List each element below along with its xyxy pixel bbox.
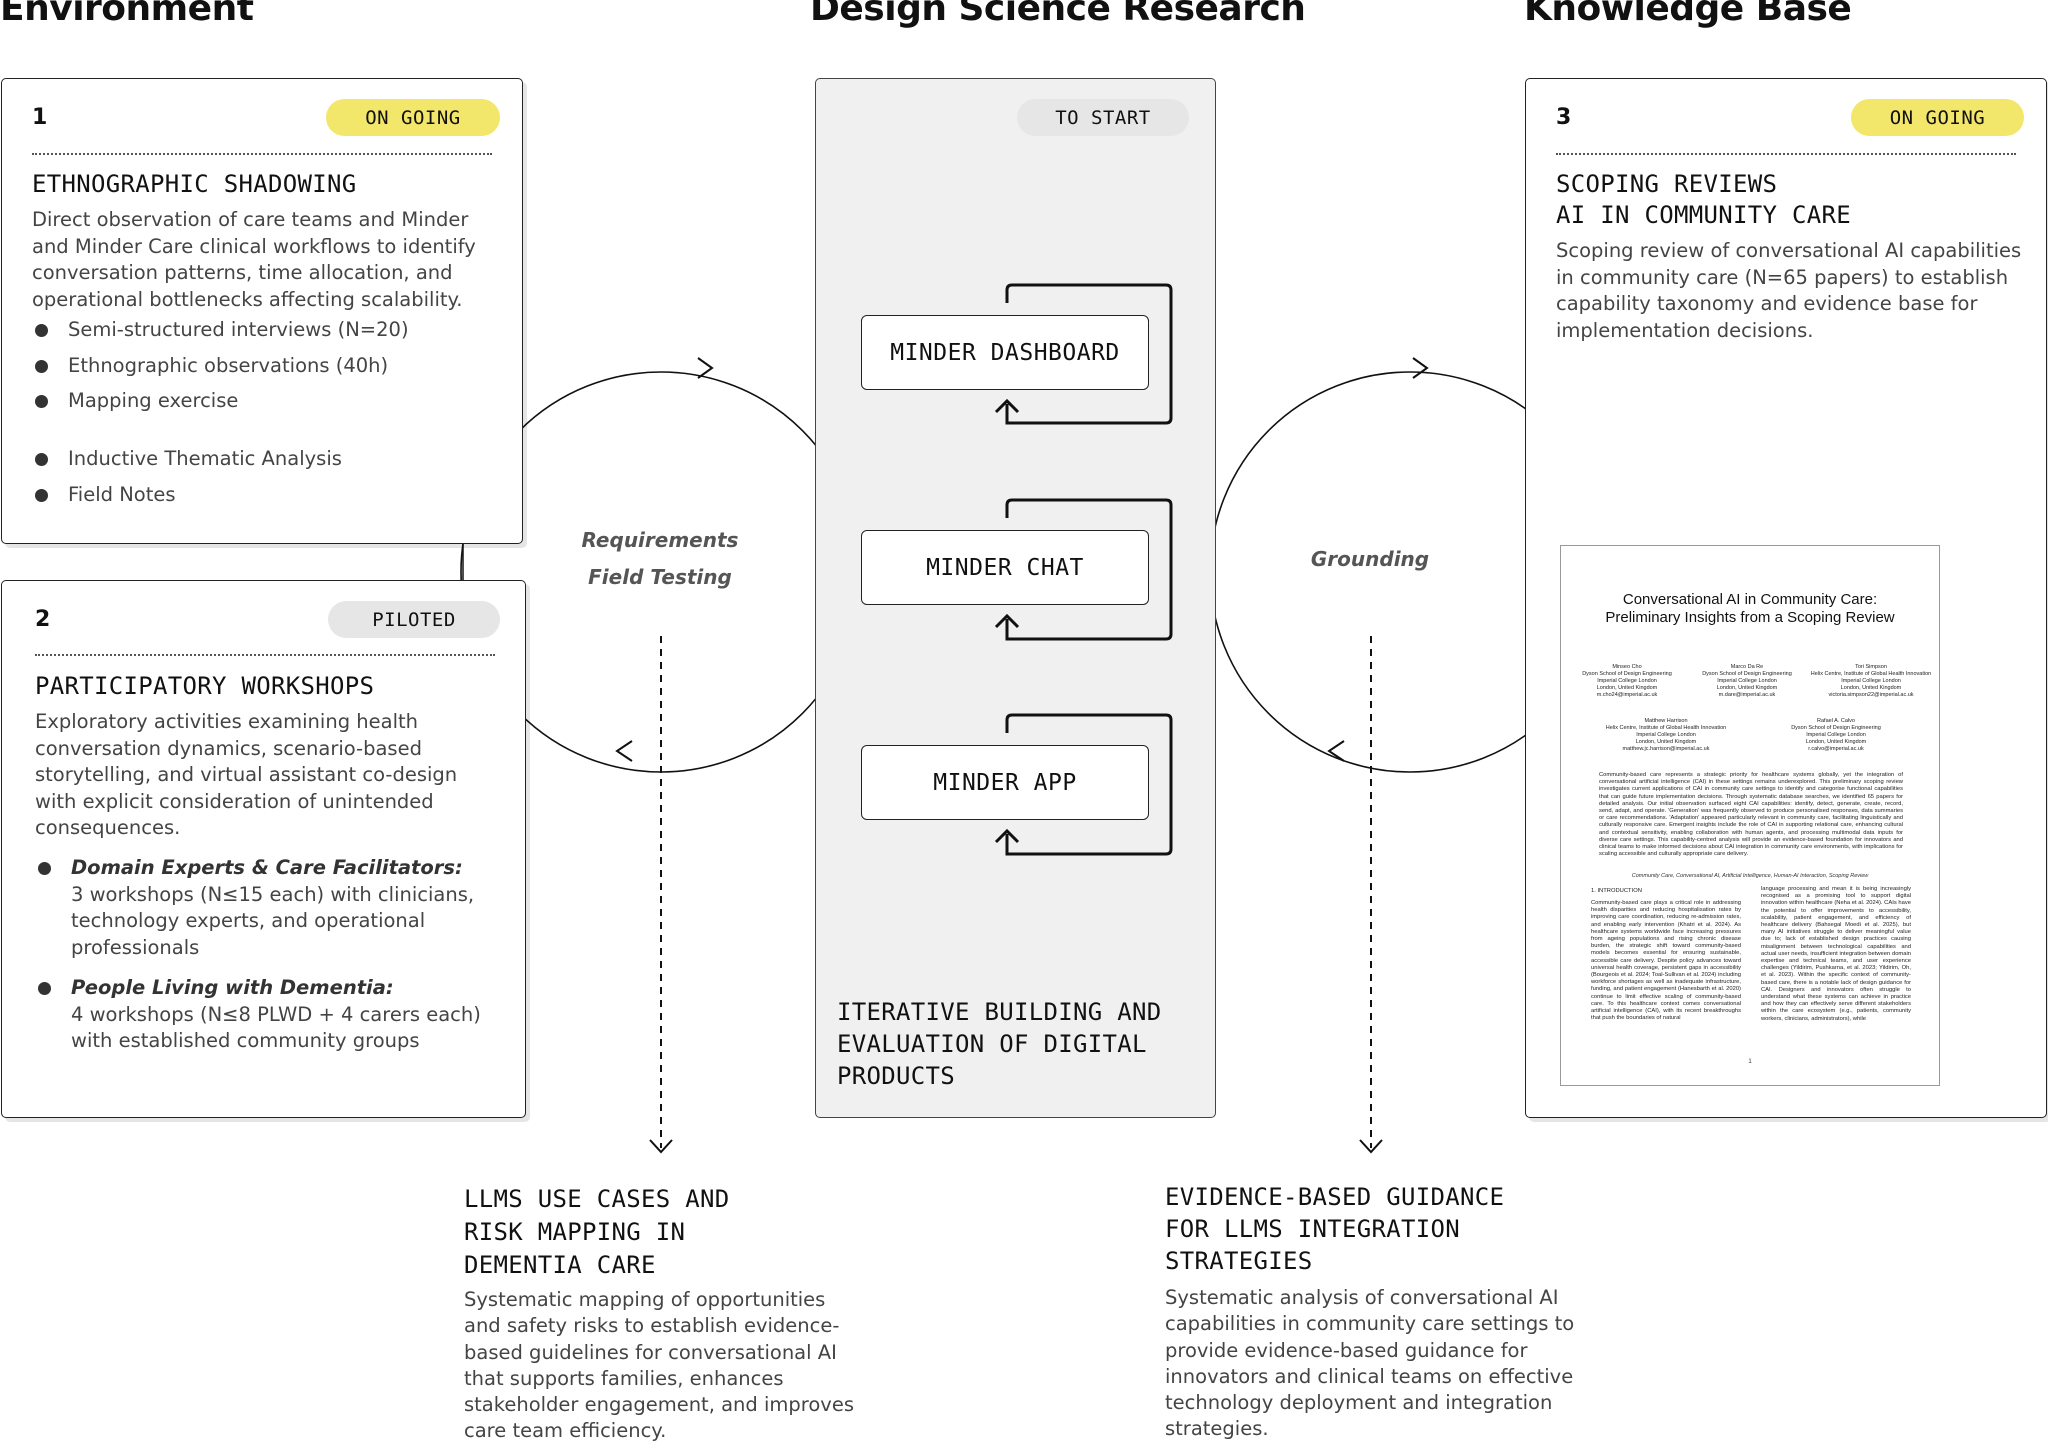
card-description: Direct observation of care teams and Min…: [32, 208, 476, 311]
status-badge: ON GOING: [1851, 99, 2024, 136]
paper-author: Tori Simpson Helix Centre, Institute of …: [1810, 664, 1932, 698]
requirements-label: Requirements: [581, 528, 739, 552]
card-title: PARTICIPATORY WORKSHOPS: [35, 672, 375, 700]
cycle-icon-chat: [1005, 498, 1173, 641]
paper-section-heading: 1. INTRODUCTION: [1591, 888, 1642, 894]
paper-title-line: Preliminary Insights from a Scoping Revi…: [1605, 609, 1895, 626]
right-output-title: EVIDENCE-BASED GUIDANCE FOR LLMS INTEGRA…: [1165, 1183, 1505, 1275]
paper-author: Marco Da Re Dyson School of Design Engin…: [1702, 664, 1792, 698]
paper-author: Minseo Cho Dyson School of Design Engine…: [1582, 664, 1672, 698]
paper-author: Matthew Harrison Helix Centre, Institute…: [1605, 718, 1727, 752]
paper-abstract: Community-based care represents a strate…: [1599, 772, 1903, 858]
left-loop-labels: Requirements Field Testing: [560, 522, 760, 596]
list-item: Mapping exercise: [32, 383, 502, 419]
group-title: People Living with Dementia:: [71, 976, 394, 999]
card-title: ETHNOGRAPHIC SHADOWING: [32, 170, 357, 198]
dsr-header: Design Science Research: [810, 0, 1306, 29]
group-detail: 3 workshops (N≤15 each) with clinicians,…: [71, 882, 475, 959]
list-item: People Living with Dementia: 4 workshops…: [35, 975, 495, 1055]
cycle-icon-dashboard: [1005, 283, 1173, 425]
dotted-divider: [1556, 153, 2016, 155]
paper-author: Rafael A. Calvo Dyson School of Design E…: [1791, 718, 1881, 752]
right-output-description: Systematic analysis of conversational AI…: [1165, 1286, 1575, 1441]
status-badge: TO START: [1017, 99, 1189, 136]
ethnographic-shadowing-card: 1 ON GOING ETHNOGRAPHIC SHADOWING Direct…: [1, 78, 523, 544]
left-loop-arrow-top: [697, 357, 714, 379]
minder-dashboard-box: MINDER DASHBOARD: [861, 315, 1149, 390]
card-description: Scoping review of conversational AI capa…: [1556, 239, 2022, 342]
paper-keywords: Community Care, Conversational AI, Artif…: [1631, 873, 1869, 879]
group-title: Domain Experts & Care Facilitators:: [71, 856, 463, 879]
minder-chat-box: MINDER CHAT: [861, 530, 1149, 605]
environment-header: Environment: [0, 0, 254, 29]
panel-caption: ITERATIVE BUILDING AND EVALUATION OF DIG…: [837, 998, 1162, 1090]
cycle-icon-app: [1005, 713, 1173, 856]
card-number: 3: [1556, 105, 1572, 130]
dotted-divider: [35, 654, 495, 656]
card-title: SCOPING REVIEWS AI IN COMMUNITY CARE: [1556, 170, 1851, 229]
right-loop-arrow-top: [1412, 357, 1429, 379]
status-badge: PILOTED: [328, 601, 500, 638]
participatory-workshops-card: 2 PILOTED PARTICIPATORY WORKSHOPS Explor…: [1, 580, 526, 1118]
card-description: Exploratory activities examining health …: [35, 710, 458, 839]
analysis-list: Inductive Thematic Analysis Field Notes: [32, 441, 502, 512]
paper-body-right: language processing and mean it is being…: [1761, 886, 1911, 1022]
knowledge-base-header: Knowledge Base: [1524, 0, 1852, 29]
minder-app-box: MINDER APP: [861, 745, 1149, 820]
left-output-title: LLMS USE CASES AND RISK MAPPING IN DEMEN…: [464, 1185, 730, 1279]
right-loop-arrow-bottom: [1327, 740, 1345, 762]
card-number: 1: [32, 105, 48, 130]
paper-title-line: Conversational AI in Community Care:: [1622, 591, 1878, 608]
paper-thumbnail: Conversational AI in Community Care: Pre…: [1560, 545, 1940, 1086]
paper-body-left: Community-based care plays a critical ro…: [1591, 900, 1741, 1022]
card-number: 2: [35, 607, 51, 632]
left-loop-arrow-bottom: [615, 740, 633, 762]
left-output-description: Systematic mapping of opportunities and …: [464, 1288, 854, 1443]
paper-page-number: 1: [1748, 1059, 1752, 1065]
status-badge: ON GOING: [326, 99, 500, 136]
dotted-divider: [32, 153, 492, 155]
list-item: Domain Experts & Care Facilitators: 3 wo…: [35, 855, 495, 961]
list-item: Ethnographic observations (40h): [32, 348, 502, 384]
paper-title: Conversational AI in Community Care: Pre…: [1561, 591, 1939, 627]
list-item: Field Notes: [32, 477, 502, 513]
list-item: Semi-structured interviews (N=20): [32, 312, 502, 348]
methods-list: Semi-structured interviews (N=20) Ethnog…: [32, 312, 502, 419]
group-detail: 4 workshops (N≤8 PLWD + 4 carers each) w…: [71, 1002, 481, 1053]
field-testing-label: Field Testing: [588, 565, 732, 589]
list-item: Inductive Thematic Analysis: [32, 441, 502, 477]
grounding-label: Grounding: [1310, 547, 1430, 571]
participant-groups-list: Domain Experts & Care Facilitators: 3 wo…: [35, 855, 495, 1055]
